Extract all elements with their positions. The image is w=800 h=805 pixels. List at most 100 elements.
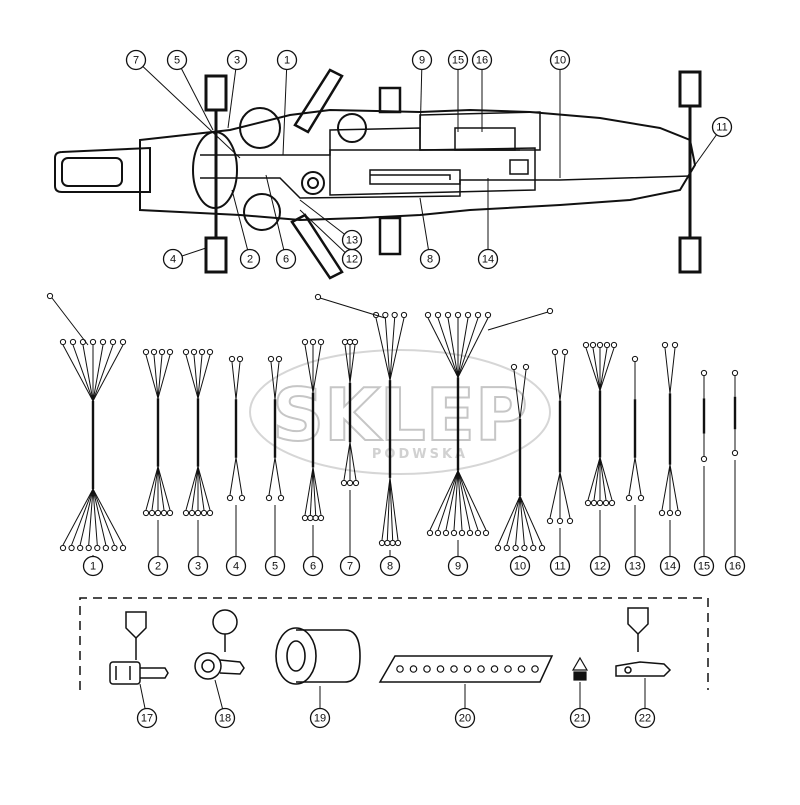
harness-terminal <box>148 509 156 517</box>
harness-wire <box>62 344 94 402</box>
strip-hole <box>423 665 431 673</box>
harness-terminal <box>391 311 398 319</box>
harness-terminal <box>484 311 492 319</box>
harness-terminal <box>351 338 359 346</box>
harness-terminal <box>301 338 309 346</box>
harness-wire <box>384 317 391 381</box>
harness-terminal <box>666 509 674 517</box>
harness-terminal <box>160 509 168 517</box>
rear-axle-bottom <box>204 236 228 274</box>
harness-wire <box>92 344 114 402</box>
harness-callout-8-circle <box>379 555 401 577</box>
harness-7 <box>340 338 360 487</box>
harness-wire <box>497 495 521 546</box>
harness-callout-5-label: 5 <box>272 561 278 573</box>
harness-wire <box>599 457 613 501</box>
harness-terminal <box>589 341 597 349</box>
part-callout-18: 18 <box>214 679 236 729</box>
harness-wire <box>349 442 357 481</box>
harness-terminal <box>102 544 109 552</box>
harness-callout-4-label: 4 <box>233 561 239 573</box>
harness-terminal <box>546 307 554 315</box>
engine-cap-top <box>378 86 402 114</box>
harness-wire <box>197 354 203 399</box>
harness-wire <box>312 467 322 516</box>
frame-callout-7-label: 7 <box>133 55 139 67</box>
harness-callout-10-label: 10 <box>514 561 526 573</box>
harness-wire <box>664 347 671 394</box>
wire-coil <box>370 174 451 180</box>
harness-wire <box>157 466 165 511</box>
harness-callout-2: 2 <box>147 520 169 577</box>
harness-wire <box>457 470 471 531</box>
strip-hole <box>517 665 526 673</box>
harness-callout-2-label: 2 <box>155 561 161 573</box>
fastener-base <box>573 671 587 681</box>
harness-callout-11-label: 11 <box>554 561 565 573</box>
harness-callout-14-circle <box>659 555 681 577</box>
harness-callout-1: 1 <box>82 555 104 577</box>
harness-wire <box>519 495 525 546</box>
harness-9 <box>424 311 492 537</box>
harness-wire <box>389 317 396 381</box>
harness-wire <box>185 354 199 399</box>
harness-1 <box>59 338 127 552</box>
harness-terminal <box>166 348 174 356</box>
harness-wire <box>559 472 571 519</box>
harness-terminal <box>206 509 214 517</box>
harness-terminal <box>69 338 77 346</box>
harness-callout-16: 16 <box>724 460 746 577</box>
exhaust-lower <box>290 213 344 280</box>
harness-wire <box>312 344 322 393</box>
engine-cap-bottom <box>378 216 402 256</box>
harness-wire <box>549 472 561 519</box>
harness-wire <box>274 361 280 400</box>
harness-terminal <box>301 514 309 522</box>
frame-callout-2-leader <box>231 189 251 260</box>
harness-terminal <box>450 529 458 537</box>
harness-wire <box>519 495 543 546</box>
harness-wire <box>515 495 521 546</box>
harness-terminal <box>154 509 162 517</box>
watermark: SKLEP PODWSKA <box>249 349 551 475</box>
harness-terminal <box>309 338 317 346</box>
strip-hole <box>450 665 458 673</box>
harness-5 <box>265 355 285 502</box>
frame-callout-1-leader <box>282 59 288 156</box>
frame-callout-13-leader <box>299 199 353 241</box>
frame-callout-4-label: 4 <box>170 254 176 266</box>
frame-callout-15-circle <box>447 49 469 71</box>
rear-fender-inner <box>61 157 123 187</box>
harness-terminal <box>389 539 396 547</box>
frame-callout-9-label: 9 <box>419 55 425 67</box>
strip-hole <box>409 665 418 673</box>
harness-terminal <box>119 544 127 552</box>
harness-terminal <box>434 311 442 319</box>
harness-terminal <box>111 544 118 552</box>
harness-wire <box>447 317 459 378</box>
harness-wire <box>197 466 205 511</box>
rotor <box>337 113 367 143</box>
frame-callout-13-label: 13 <box>346 235 358 247</box>
harness-wire <box>457 470 463 531</box>
harness-callout-11-circle <box>549 555 571 577</box>
frame-callout-14: 14 <box>477 178 499 270</box>
harness-callout-15-label: 15 <box>698 561 710 573</box>
harness-callout-3-circle <box>187 555 209 577</box>
harness-wire <box>153 354 159 399</box>
harness-wire <box>661 464 671 511</box>
harness-callout-13-label: 13 <box>629 561 641 573</box>
tail-oval <box>192 131 238 209</box>
frame-callout-10: 10 <box>549 49 571 178</box>
harness-callout-9-circle <box>447 555 469 577</box>
harness-callout-11: 11 <box>549 528 571 577</box>
harness-wire <box>554 354 561 401</box>
harness-terminal <box>522 363 530 371</box>
harness-terminal <box>551 348 559 356</box>
strip-hole <box>463 665 472 673</box>
harness-callout-12-circle <box>589 555 611 577</box>
